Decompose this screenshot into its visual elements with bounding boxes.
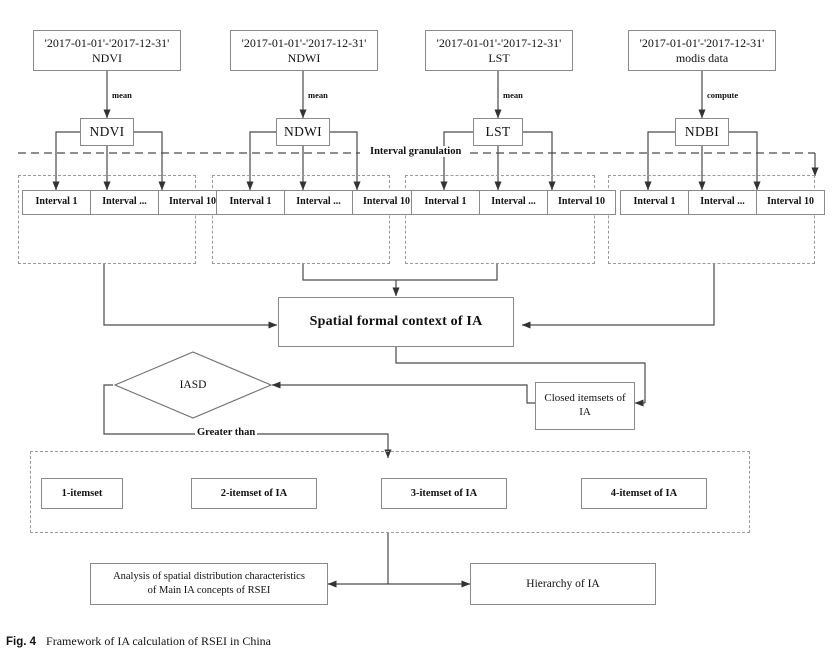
interval-cell-label: Interval 1	[229, 196, 272, 208]
analysis-output-line2: of Main IA concepts of RSEI	[147, 585, 271, 596]
interval-cell-label: Interval ...	[491, 196, 536, 208]
index-box-ndwi[interactable]: NDWI	[276, 118, 330, 146]
interval-cell-label: Interval ...	[296, 196, 341, 208]
edge-ndbi-to-interval10	[729, 131, 761, 191]
analysis-output-line1: Analysis of spatial distribution charact…	[113, 570, 305, 582]
interval-cell-ndbi-10[interactable]: Interval 10	[756, 190, 825, 215]
interval-cell-label: Interval 10	[169, 196, 216, 208]
edge-ndwi-lst-merge	[302, 264, 498, 281]
interval-cell-lst-mid[interactable]: Interval ...	[479, 190, 548, 215]
edge-ndvi-to-interval1	[52, 131, 80, 191]
operation-label-mean-ndvi: mean	[111, 90, 133, 100]
index-box-ndbi[interactable]: NDBI	[675, 118, 729, 146]
figure-number: Fig. 4	[6, 636, 37, 648]
interval-cell-ndwi-mid[interactable]: Interval ...	[284, 190, 353, 215]
interval-cell-label: Interval 10	[558, 196, 605, 208]
edge-lst-to-interval1	[440, 131, 473, 191]
spatial-formal-context-label: Spatial formal context of IA	[309, 314, 483, 330]
interval-cell-ndbi-1[interactable]: Interval 1	[620, 190, 689, 215]
edge-ndwi-to-interval10	[330, 131, 361, 191]
figure-caption-text: Framework of IA calculation of RSEI in C…	[46, 634, 271, 648]
source-label-ndwi: '2017-01-01'-'2017-12-31' NDWI	[241, 35, 367, 65]
greater-than-label: Greater than	[195, 427, 258, 438]
source-box-lst[interactable]: '2017-01-01'-'2017-12-31' LST	[425, 30, 573, 71]
edge-ndbi-to-interval1	[644, 131, 675, 191]
edge-ndbigroup-to-context	[521, 264, 715, 329]
hierarchy-output-label: Hierarchy of IA	[526, 577, 600, 590]
edge-lst-to-interval10	[523, 131, 556, 191]
granulation-group-ndvi	[18, 175, 196, 264]
interval-cell-label: Interval ...	[102, 196, 147, 208]
itemset-label-3: 3-itemset of IA	[410, 487, 478, 499]
index-label-ndvi: NDVI	[89, 123, 125, 139]
source-label-modis: '2017-01-01'-'2017-12-31' modis data	[639, 35, 765, 65]
interval-granulation-label: Interval granulation	[368, 146, 464, 157]
index-label-ndwi: NDWI	[284, 123, 322, 139]
edge-closed-to-iasd	[271, 381, 535, 404]
edge-iasd-greater-than	[103, 384, 392, 459]
interval-cell-lst-1[interactable]: Interval 1	[411, 190, 480, 215]
interval-cell-label: Interval 1	[424, 196, 467, 208]
index-box-ndvi[interactable]: NDVI	[80, 118, 134, 146]
edge-context-to-closed-wrap	[395, 347, 646, 403]
operation-label-compute-modis: compute	[706, 90, 740, 100]
edge-ndvigroup-to-context	[103, 264, 278, 329]
interval-cell-ndvi-mid[interactable]: Interval ...	[90, 190, 159, 215]
source-box-ndvi[interactable]: '2017-01-01'-'2017-12-31' NDVI	[33, 30, 181, 71]
spatial-formal-context-box[interactable]: Spatial formal context of IA	[278, 297, 514, 347]
index-label-ndbi: NDBI	[684, 123, 720, 139]
source-box-modis[interactable]: '2017-01-01'-'2017-12-31' modis data	[628, 30, 776, 71]
edge-ndvi-to-interval10	[134, 131, 166, 191]
itemset-box-2[interactable]: 2-itemset of IA	[191, 478, 317, 509]
source-box-ndwi[interactable]: '2017-01-01'-'2017-12-31' NDWI	[230, 30, 378, 71]
iasd-label: IASD	[179, 379, 207, 391]
interval-cell-ndwi-10[interactable]: Interval 10	[352, 190, 421, 215]
interval-cell-label: Interval 10	[363, 196, 410, 208]
itemset-box-4[interactable]: 4-itemset of IA	[581, 478, 707, 509]
granulation-group-lst	[405, 175, 595, 264]
closed-itemsets-label: Closed itemsets of IA	[544, 392, 626, 418]
interval-cell-label: Interval ...	[700, 196, 745, 208]
figure-caption: Fig. 4 Framework of IA calculation of RS…	[6, 634, 271, 649]
itemset-label-1: 1-itemset	[61, 487, 103, 499]
edge-ndwi-to-interval1	[246, 131, 276, 191]
index-box-lst[interactable]: LST	[473, 118, 523, 146]
operation-label-mean-ndwi: mean	[307, 90, 329, 100]
interval-cell-label: Interval 10	[767, 196, 814, 208]
interval-cell-ndwi-1[interactable]: Interval 1	[216, 190, 285, 215]
granulation-group-ndbi	[608, 175, 815, 264]
interval-cell-ndbi-mid[interactable]: Interval ...	[688, 190, 757, 215]
source-label-lst: '2017-01-01'-'2017-12-31' LST	[436, 35, 562, 65]
interval-cell-ndvi-1[interactable]: Interval 1	[22, 190, 91, 215]
analysis-output-box[interactable]: Analysis of spatial distribution charact…	[90, 563, 328, 605]
hierarchy-output-box[interactable]: Hierarchy of IA	[470, 563, 656, 605]
itemset-box-3[interactable]: 3-itemset of IA	[381, 478, 507, 509]
interval-cell-lst-10[interactable]: Interval 10	[547, 190, 616, 215]
itemset-label-2: 2-itemset of IA	[220, 487, 288, 499]
interval-cell-ndvi-10[interactable]: Interval 10	[158, 190, 227, 215]
itemset-label-4: 4-itemset of IA	[610, 487, 678, 499]
iasd-diamond-shape	[113, 351, 273, 419]
iasd-decision[interactable]: IASD	[113, 350, 273, 420]
itemset-box-1[interactable]: 1-itemset	[41, 478, 123, 509]
interval-cell-label: Interval 1	[633, 196, 676, 208]
interval-cell-label: Interval 1	[35, 196, 78, 208]
source-label-ndvi: '2017-01-01'-'2017-12-31' NDVI	[44, 35, 170, 65]
index-label-lst: LST	[485, 123, 511, 139]
operation-label-mean-lst: mean	[502, 90, 524, 100]
closed-itemsets-box[interactable]: Closed itemsets of IA	[535, 382, 635, 430]
granulation-group-ndwi	[212, 175, 390, 264]
